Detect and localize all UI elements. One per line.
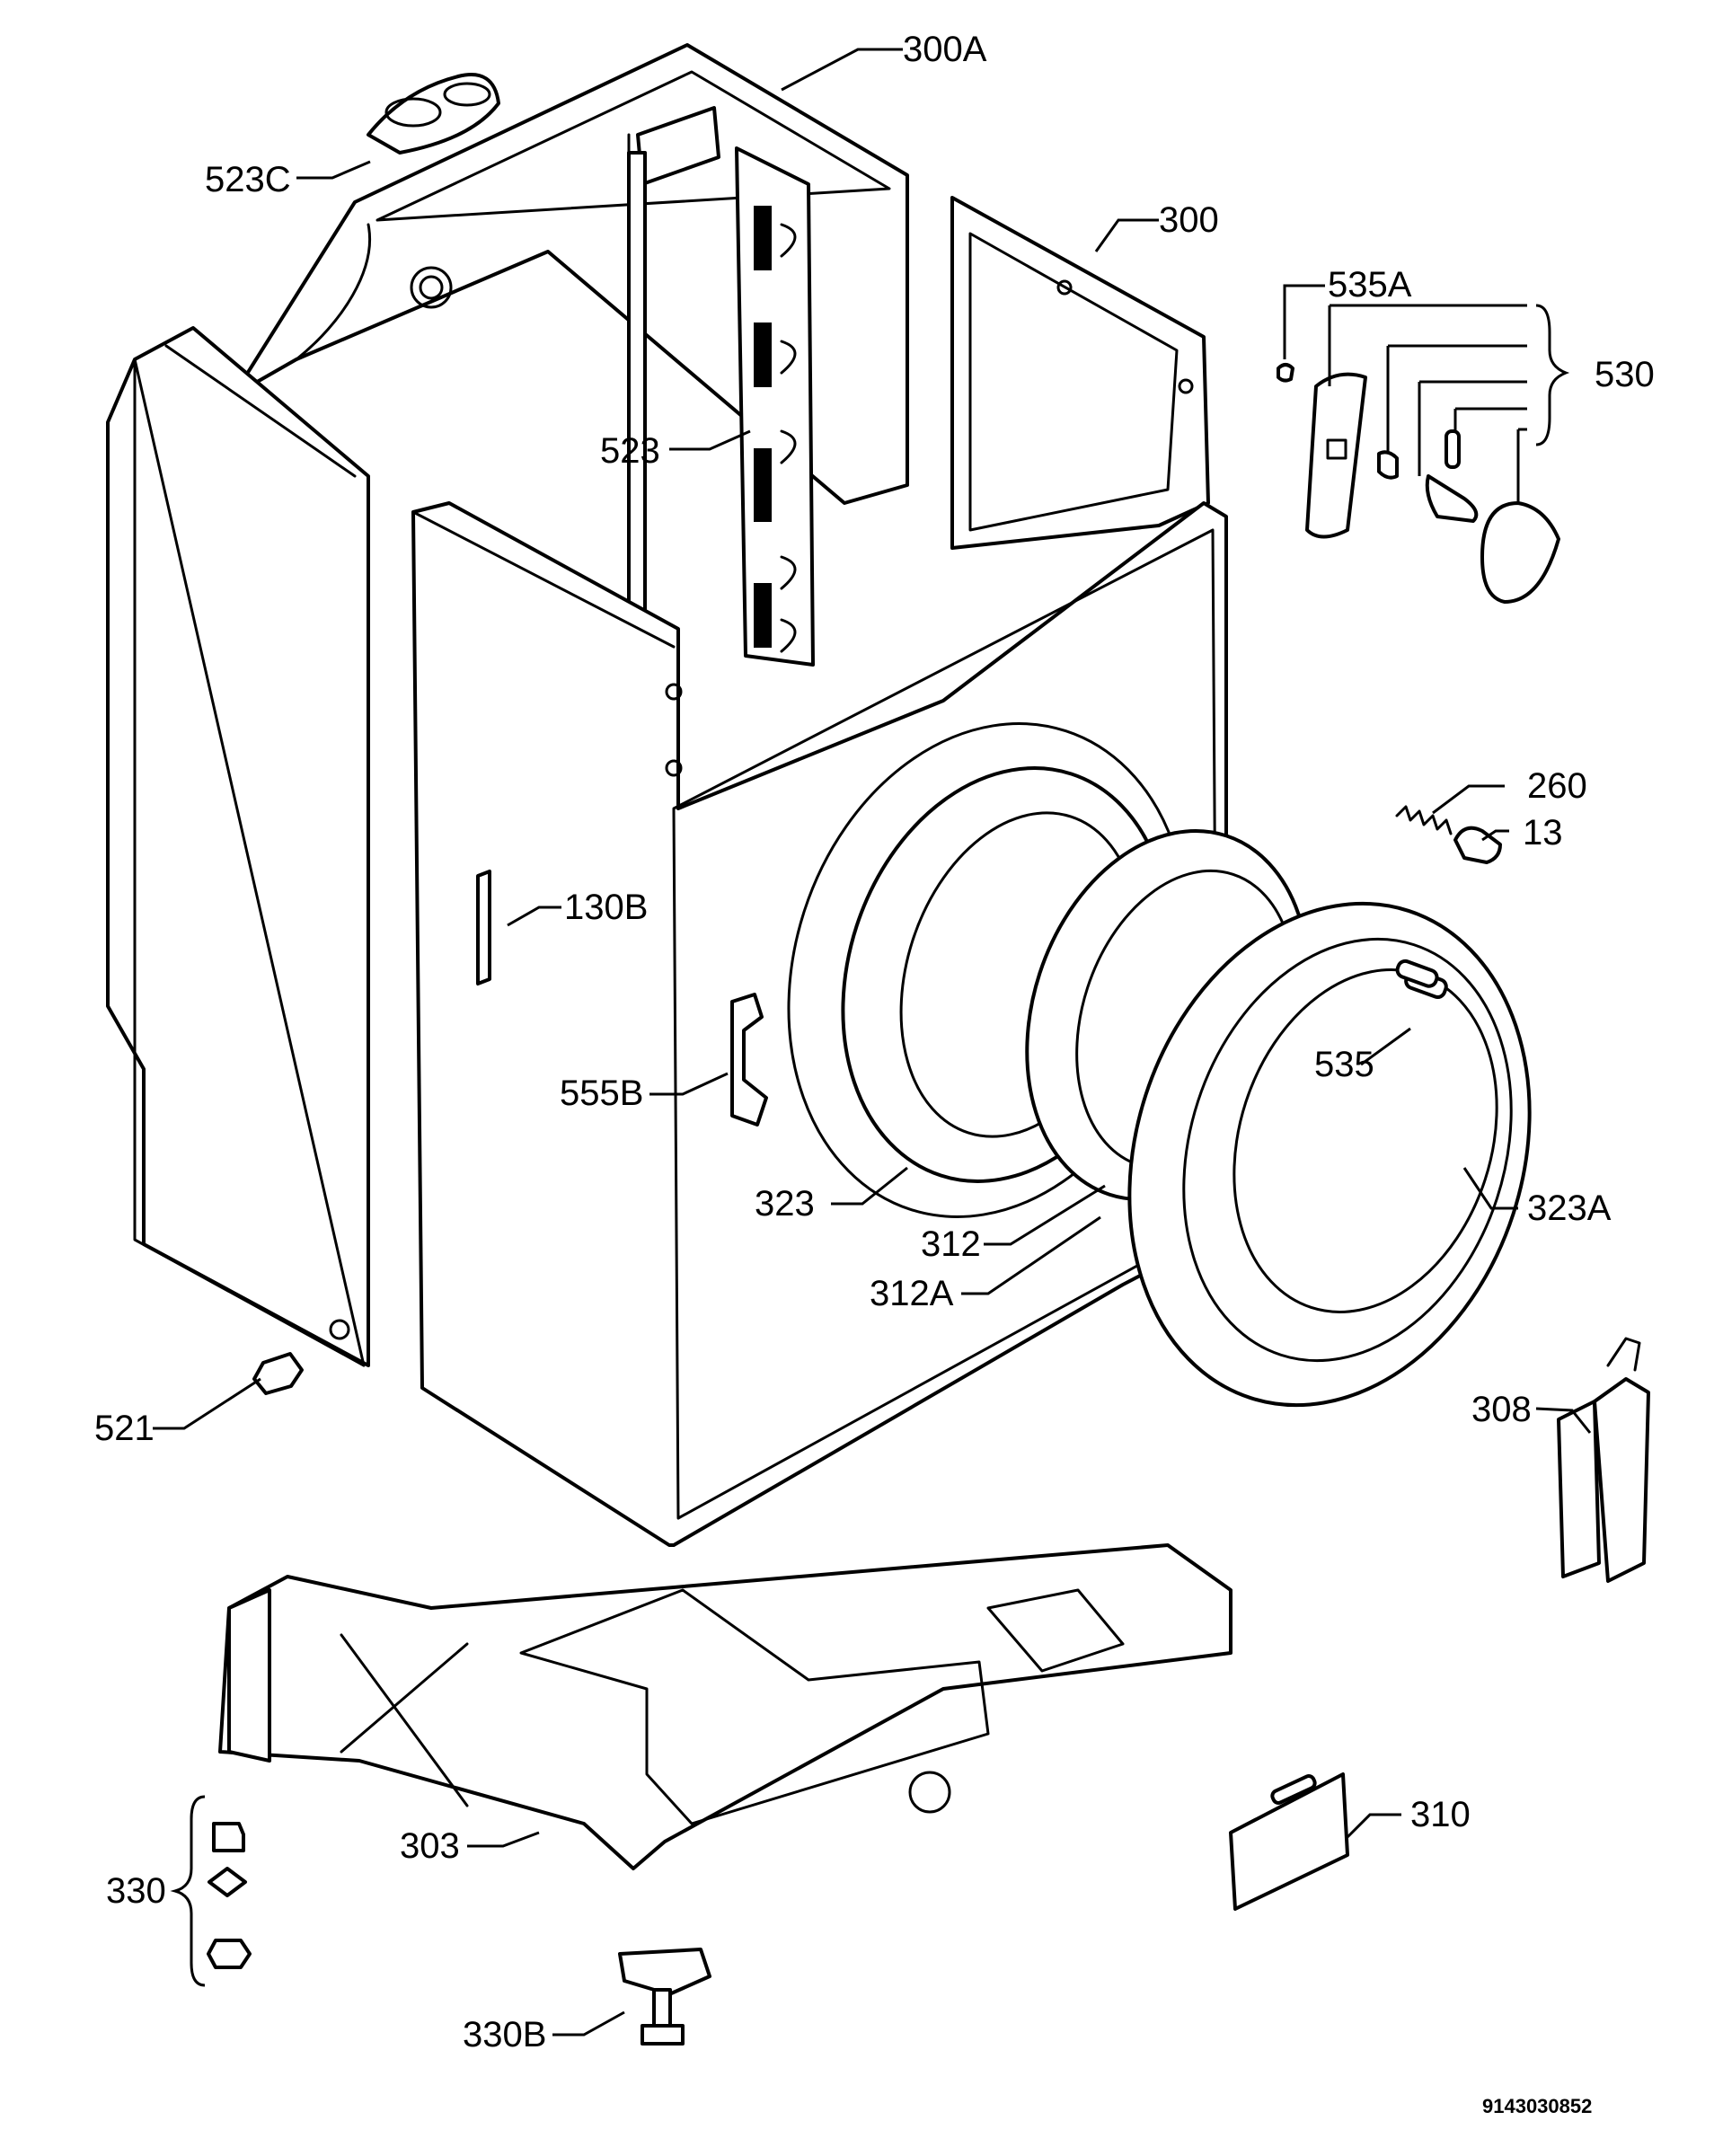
label-330: 330 <box>106 1871 166 1911</box>
label-323: 323 <box>755 1184 815 1224</box>
front-panel-130B <box>411 501 1228 1547</box>
hinge-308 <box>1557 1337 1650 1583</box>
label-308: 308 <box>1471 1390 1532 1429</box>
left-side-panel <box>106 326 370 1367</box>
frame-300 <box>950 196 1210 550</box>
label-303: 303 <box>400 1826 460 1866</box>
rail-bracket-523 <box>735 146 815 667</box>
label-330B: 330B <box>463 2015 546 2054</box>
clip-523C <box>367 73 500 155</box>
label-130B: 130B <box>564 888 648 927</box>
label-523: 523 <box>600 431 660 471</box>
label-312: 312 <box>921 1224 981 1264</box>
label-13: 13 <box>1523 813 1563 853</box>
handle-assembly-530 <box>1277 363 1560 604</box>
service-flap-310 <box>1229 1772 1349 1911</box>
latch-slot-555B <box>730 993 768 1127</box>
door-hook-535 <box>1395 959 1439 988</box>
label-323A: 323A <box>1527 1188 1612 1228</box>
leader-lines <box>153 48 1592 2037</box>
foot-hardware-330 <box>207 1822 252 1969</box>
label-310: 310 <box>1410 1795 1471 1834</box>
screw-521 <box>252 1352 304 1395</box>
spring-260 <box>1395 805 1453 835</box>
leveling-foot-330B <box>618 1948 711 2046</box>
base-303 <box>218 1543 1232 1870</box>
label-521: 521 <box>94 1409 155 1448</box>
label-260: 260 <box>1527 766 1587 806</box>
part-labels: 300A 523C 300 535A 530 523 260 13 130B 5… <box>94 30 1655 2117</box>
label-300: 300 <box>1159 200 1219 240</box>
door-323A <box>1127 901 1532 1408</box>
label-523C: 523C <box>205 160 291 199</box>
label-555B: 555B <box>560 1074 643 1113</box>
label-535A: 535A <box>1328 265 1412 305</box>
label-530: 530 <box>1595 355 1655 394</box>
label-300A: 300A <box>903 30 987 69</box>
label-312A: 312A <box>870 1274 954 1313</box>
label-535: 535 <box>1314 1045 1374 1084</box>
drawing-code: 9143030852 <box>1482 2095 1592 2117</box>
